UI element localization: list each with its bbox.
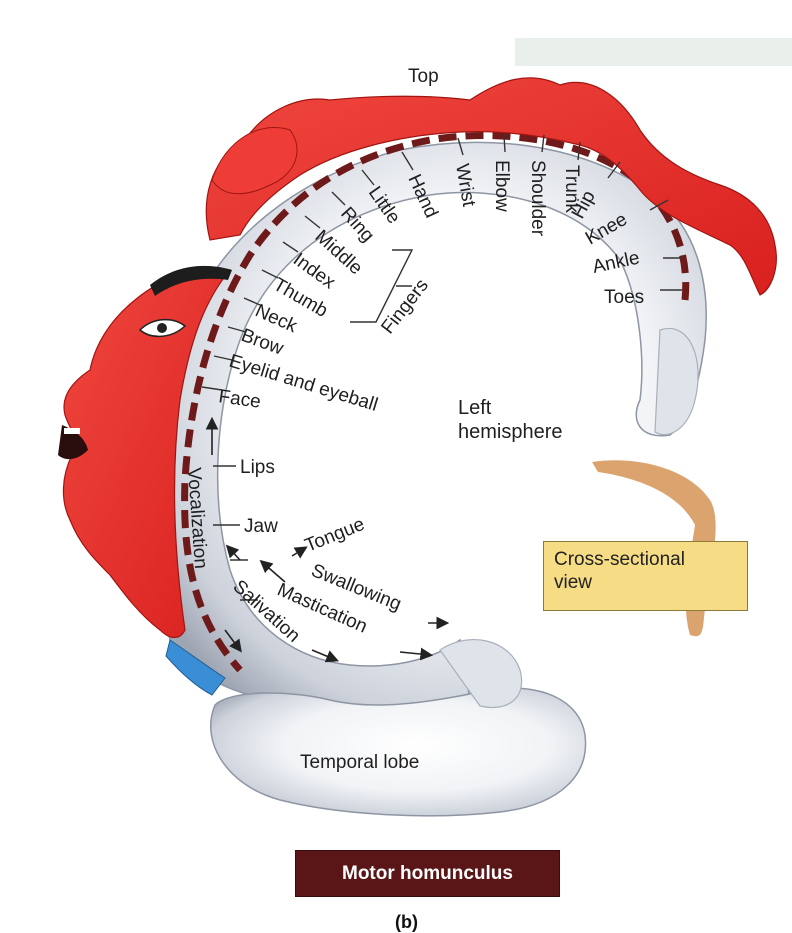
label-trunk: Trunk (561, 165, 582, 213)
homunculus-teeth (64, 428, 80, 434)
figure-letter: (b) (395, 912, 418, 932)
homunculus-pupil (157, 323, 167, 333)
label-jaw: Jaw (244, 516, 278, 537)
temporal-lobe-shape (210, 687, 587, 817)
label-face: Face (217, 386, 262, 413)
label-left-hemisphere-line2: hemisphere (458, 421, 563, 443)
label-elbow: Elbow (491, 160, 512, 212)
cross-sectional-view-box: Cross-sectional view (543, 541, 748, 611)
label-temporal-lobe: Temporal lobe (300, 752, 419, 773)
label-left-hemisphere-line1: Left (458, 397, 492, 419)
cross-section-marker (592, 460, 716, 637)
homunculus-hair (150, 265, 232, 296)
label-ticks (201, 134, 684, 601)
homunculus-body (205, 77, 777, 296)
label-tongue: Tongue (302, 514, 368, 557)
homunculus-hand (211, 126, 298, 195)
label-top: Top (408, 66, 439, 87)
gyrus-lower-right (439, 639, 523, 709)
diagram-arrows (205, 416, 450, 663)
caption-motor-homunculus: Motor homunculus (295, 850, 560, 897)
label-lips: Lips (240, 457, 275, 478)
label-toes: Toes (604, 287, 644, 308)
top-edge-band (515, 38, 792, 66)
label-left-hemisphere: Left hemisphere (458, 397, 563, 443)
gyrus-right-edge (654, 327, 699, 436)
label-fingers: Fingers (377, 275, 433, 338)
homunculus-face (62, 268, 232, 639)
label-shoulder: Shoulder (527, 160, 548, 237)
homunculus-collar (165, 639, 226, 696)
fingers-bracket (350, 249, 414, 323)
